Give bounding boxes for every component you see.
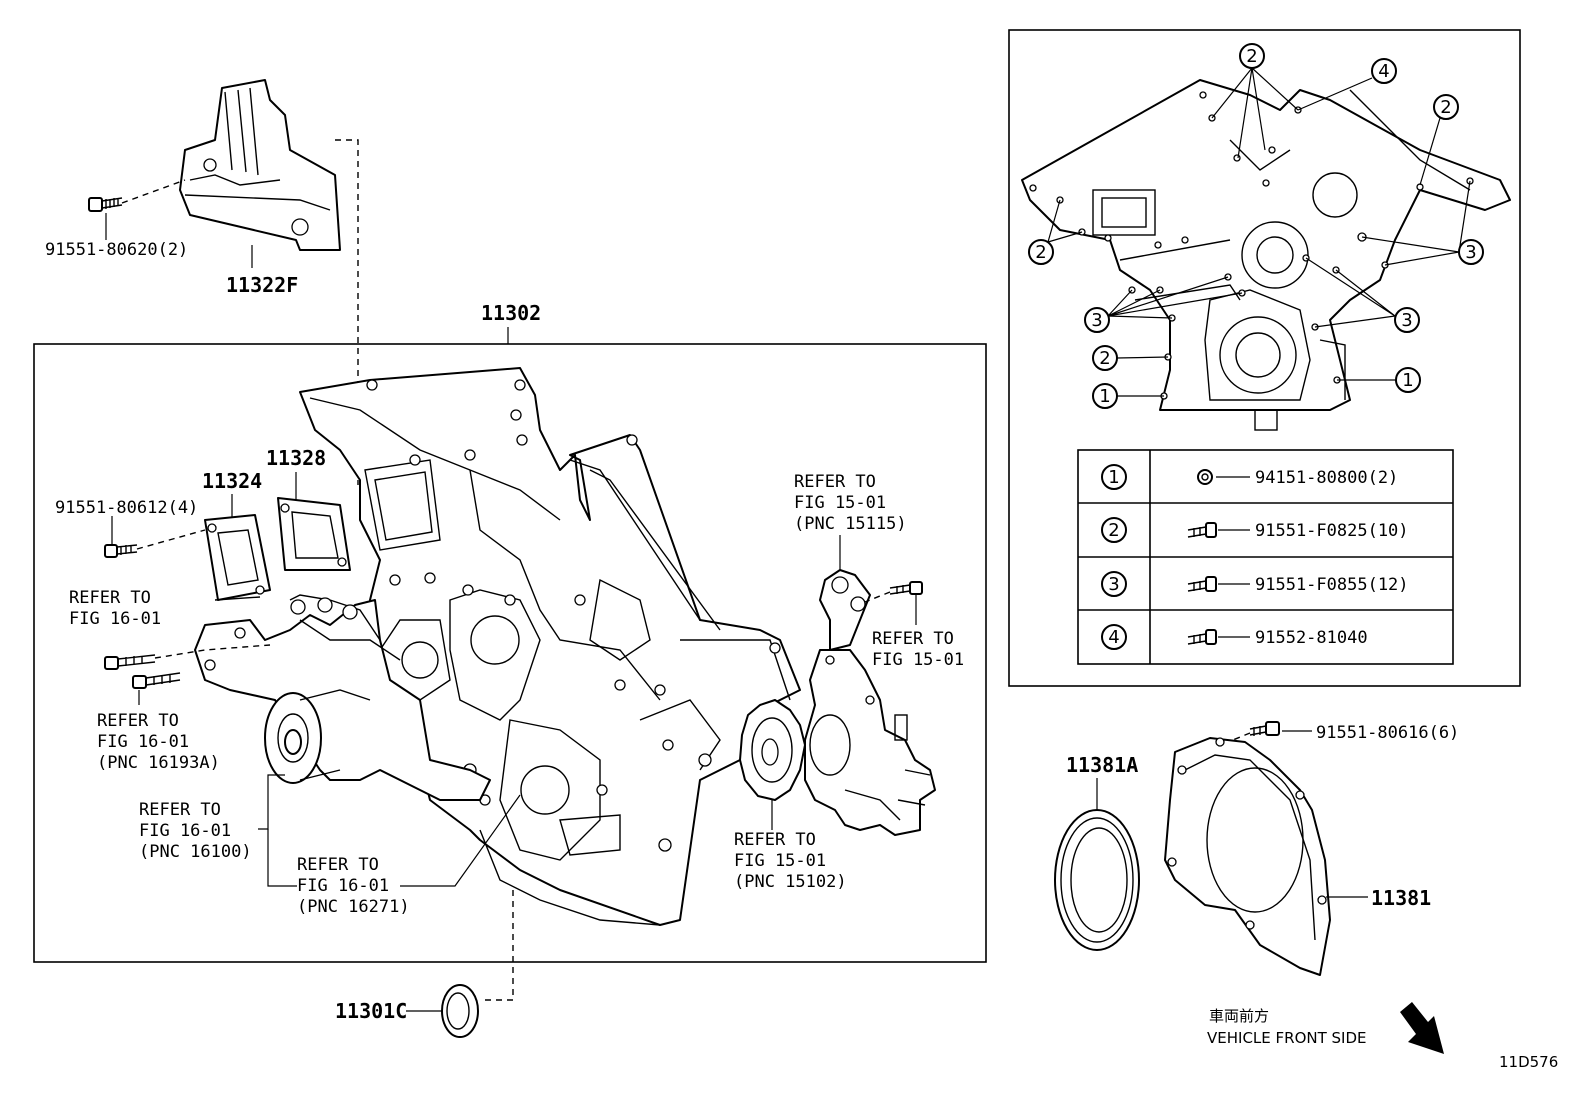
- leader-line: [400, 794, 521, 887]
- svg-text:(PNC 15102): (PNC 15102): [734, 872, 847, 892]
- refer-note-1: REFER TO FIG 16-01: [69, 588, 161, 629]
- callout-3: 3: [1401, 310, 1412, 331]
- callout-4: 4: [1378, 61, 1389, 82]
- bolt-91551-80612: [104, 544, 138, 558]
- refer-note-2: REFER TO FIG 16-01 (PNC 16193A): [97, 711, 220, 773]
- water-pump: [194, 594, 491, 801]
- bolt-water-pump-2: [132, 672, 181, 689]
- svg-text:REFER TO: REFER TO: [794, 472, 876, 492]
- leader-line: [258, 774, 285, 830]
- svg-text:REFER TO: REFER TO: [69, 588, 151, 608]
- label-11381A: 11381A: [1066, 753, 1138, 777]
- leader-dash: [485, 890, 514, 1001]
- callout-2: 2: [1099, 348, 1110, 369]
- leader-dash: [154, 644, 271, 659]
- svg-text:REFER TO: REFER TO: [872, 629, 954, 649]
- front-direction-arrow-icon: [1400, 1002, 1444, 1054]
- gasket-11328: [277, 497, 351, 571]
- svg-text:(PNC 15115): (PNC 15115): [794, 514, 907, 534]
- callout-3: 3: [1091, 310, 1102, 331]
- label-91551-80612: 91551-80612(4): [55, 498, 198, 518]
- svg-text:FIG 16-01: FIG 16-01: [69, 609, 161, 629]
- direction-label-jp: 車両前方: [1209, 1007, 1269, 1025]
- refer-note-5: REFER TO FIG 15-01 (PNC 15115): [794, 472, 907, 534]
- oil-seal-retainer-11381: [1164, 737, 1331, 976]
- timing-cover-bracket-11322F: [179, 79, 341, 251]
- svg-text:FIG 16-01: FIG 16-01: [97, 732, 189, 752]
- diagram-id: 11D576: [1499, 1053, 1558, 1071]
- callout-2: 2: [1246, 46, 1257, 67]
- oil-seal-11301C: [441, 984, 479, 1038]
- svg-text:REFER TO: REFER TO: [734, 830, 816, 850]
- direction-label-en: VEHICLE FRONT SIDE: [1207, 1029, 1367, 1047]
- svg-text:(PNC 16193A): (PNC 16193A): [97, 753, 220, 773]
- callout-2: 2: [1035, 242, 1046, 263]
- label-11322F: 11322F: [226, 273, 298, 297]
- assembly-frame-11302: [33, 343, 987, 963]
- oil-pump-housing: [804, 649, 936, 836]
- timing-chain-cover-11302: [299, 367, 801, 926]
- svg-text:FIG 15-01: FIG 15-01: [734, 851, 826, 871]
- bolt-water-pump-1: [104, 654, 156, 670]
- svg-text:(PNC 16100): (PNC 16100): [139, 842, 252, 862]
- leader-dash: [136, 529, 206, 550]
- table-key-3: 3: [1108, 574, 1119, 595]
- bolt-icon: [1187, 522, 1217, 538]
- svg-text:FIG 15-01: FIG 15-01: [872, 650, 964, 670]
- callout-2: 2: [1440, 97, 1451, 118]
- refer-note-4: REFER TO FIG 16-01 (PNC 16271): [297, 855, 410, 917]
- svg-text:FIG 15-01: FIG 15-01: [794, 493, 886, 513]
- svg-text:(PNC 16271): (PNC 16271): [297, 897, 410, 917]
- leader-dash: [121, 179, 186, 204]
- bolt-91551-80616: [1249, 721, 1280, 736]
- oil-pump-strainer-bracket: [819, 569, 871, 651]
- label-11301C: 11301C: [335, 999, 407, 1023]
- table-key-1: 1: [1108, 467, 1119, 488]
- inset-callouts: 2 4 2 2 3 3 3 2 1 1: [1028, 43, 1484, 409]
- callout-1: 1: [1099, 386, 1110, 407]
- bolt-oil-strainer: [889, 581, 923, 595]
- bolt-location-inset: [1008, 29, 1521, 687]
- table-key-2: 2: [1108, 520, 1119, 541]
- table-part-1: 94151-80800(2): [1255, 468, 1398, 488]
- bolt-91551-80620: [88, 197, 123, 212]
- svg-text:REFER TO: REFER TO: [97, 711, 179, 731]
- bolt-icon: [1187, 629, 1217, 645]
- svg-text:FIG 16-01: FIG 16-01: [139, 821, 231, 841]
- inset-cover-outline: [1021, 79, 1511, 431]
- oil-pump-rotor: [739, 699, 806, 801]
- callout-1: 1: [1402, 370, 1413, 391]
- bolt-legend-table: 1 94151-80800(2) 2 91551-F0825(10) 3 915…: [1077, 449, 1454, 665]
- bolt-icon: [1187, 576, 1217, 592]
- leader-dash: [335, 139, 359, 485]
- table-part-2: 91551-F0825(10): [1255, 521, 1409, 541]
- table-key-4: 4: [1108, 627, 1119, 648]
- callout-3: 3: [1465, 242, 1476, 263]
- label-11328: 11328: [266, 446, 326, 470]
- leader-dash: [1227, 732, 1251, 743]
- svg-text:REFER TO: REFER TO: [297, 855, 379, 875]
- leader-line: [267, 829, 297, 887]
- nut-icon: [1197, 469, 1213, 485]
- label-11381: 11381: [1371, 886, 1431, 910]
- refer-note-3: REFER TO FIG 16-01 (PNC 16100): [139, 800, 252, 862]
- table-part-3: 91551-F0855(12): [1255, 575, 1409, 595]
- leader-dash: [864, 591, 891, 603]
- label-11302: 11302: [481, 301, 541, 325]
- svg-text:FIG 16-01: FIG 16-01: [297, 876, 389, 896]
- label-11324: 11324: [202, 469, 262, 493]
- svg-text:REFER TO: REFER TO: [139, 800, 221, 820]
- refer-note-6: REFER TO FIG 15-01: [872, 629, 964, 670]
- table-part-4: 91552-81040: [1255, 628, 1368, 648]
- label-91551-80616: 91551-80616(6): [1316, 723, 1459, 743]
- gasket-11324: [204, 514, 271, 601]
- rear-oil-seal-11381A: [1054, 809, 1140, 951]
- refer-note-7: REFER TO FIG 15-01 (PNC 15102): [734, 830, 847, 892]
- label-91551-80620: 91551-80620(2): [45, 240, 188, 260]
